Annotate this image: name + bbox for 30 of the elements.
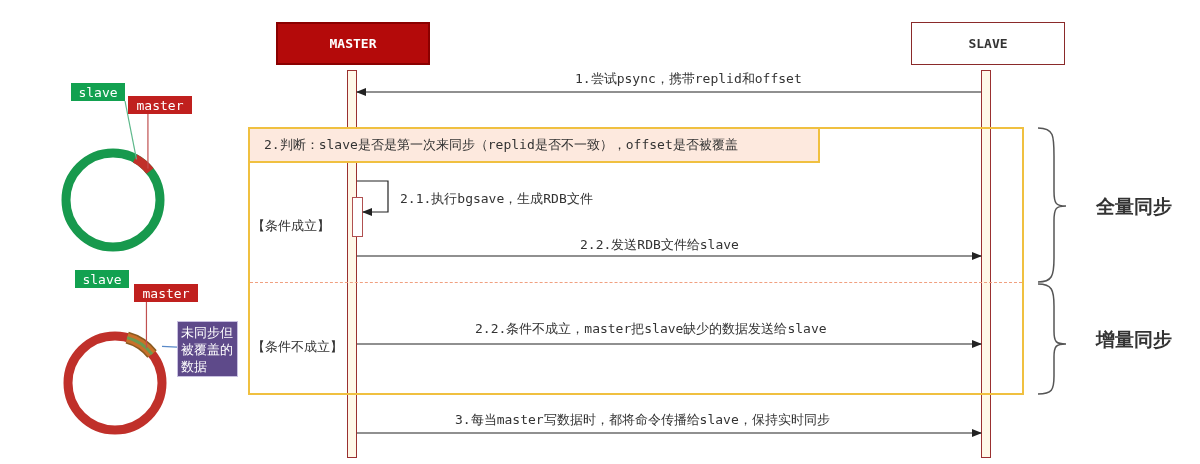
note-box: 未同步但被覆盖的数据 (177, 321, 238, 377)
message-arrow (356, 340, 982, 348)
slave-tag: slave (71, 83, 125, 101)
leader-line (124, 100, 138, 160)
lifeline-bar (981, 70, 991, 458)
ring-buffer-drawing (60, 147, 166, 253)
leader-line (161, 345, 178, 348)
message-label: 2.1.执行bgsave，生成RDB文件 (398, 190, 595, 208)
message-arrow (356, 88, 982, 96)
participant-box: SLAVE (911, 22, 1065, 65)
leader-line (145, 301, 148, 349)
section-label: 全量同步 (1096, 194, 1172, 219)
message-label: 2.2.发送RDB文件给slave (578, 236, 741, 254)
section-label: 增量同步 (1096, 327, 1172, 352)
master-tag: master (134, 284, 198, 302)
condition-label: 【条件成立】 (252, 217, 330, 235)
master-tag: master (128, 96, 192, 114)
condition-label: 【条件不成立】 (252, 338, 343, 356)
condition-heading: 2.判断：slave是否是第一次来同步（replid是否不一致），offset是否被覆盖 (250, 129, 820, 163)
leader-line (147, 113, 149, 170)
message-label: 1.尝试psync，携带replid和offset (573, 70, 804, 88)
self-message-arrow (356, 180, 389, 216)
message-arrow (356, 252, 982, 260)
message-label: 2.2.条件不成立，master把slave缺少的数据发送给slave (473, 320, 829, 338)
slave-tag: slave (75, 270, 129, 288)
message-arrow (356, 429, 982, 437)
message-label: 3.每当master写数据时，都将命令传播给slave，保持实时同步 (453, 411, 832, 429)
participant-box: MASTER (276, 22, 430, 65)
activation-bar (352, 197, 363, 237)
ring-buffer-drawing (62, 330, 168, 436)
